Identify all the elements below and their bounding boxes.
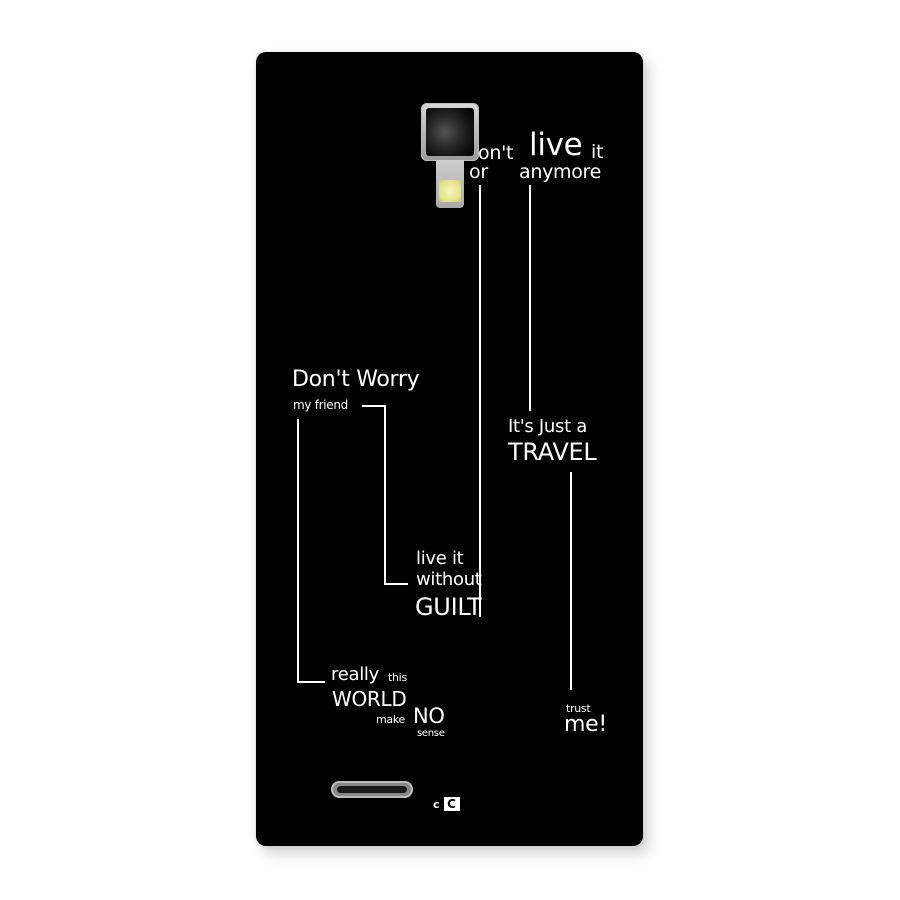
quote-top-line2-right: anymore [519, 161, 602, 183]
connector-left-to-world [297, 681, 325, 683]
quote-top-line1-prefix: on't [478, 142, 514, 164]
connector-anymore-to-travel [529, 185, 531, 411]
speaker-grille-icon [331, 781, 413, 798]
connector-friend-to-guilt [384, 583, 408, 585]
quote-dont-worry-subtitle: my friend [293, 398, 349, 412]
quote-world-really: really [331, 664, 379, 685]
camera-lens [426, 108, 474, 156]
speaker-slot [337, 786, 407, 793]
quote-top-line1-suffix: it [591, 141, 604, 163]
quote-world-this: this [388, 671, 407, 684]
connector-travel-to-trust [570, 472, 572, 690]
quote-world-sense: sense [417, 728, 445, 739]
quote-travel-line1: It's Just a [508, 416, 588, 437]
camera-icon [421, 103, 479, 161]
connector-left-vertical [297, 419, 299, 683]
quote-trust-line1: trust [566, 702, 591, 715]
quote-dont-worry-title: Don't Worry [292, 367, 420, 392]
quote-trust-line2: me! [564, 712, 607, 737]
quote-world-make: make [376, 713, 406, 726]
quote-top-line1-big: live [529, 127, 583, 163]
connector-friend-horizontal [362, 405, 386, 407]
logo-box-c: C [443, 797, 460, 811]
quote-top-line2-left: or [469, 161, 488, 183]
quote-guilt-line3: GUILT [415, 593, 482, 621]
quote-guilt-line1: live it [416, 548, 464, 569]
phone-case-back: on't live it or anymore Don't Worry my f… [256, 52, 643, 846]
connector-or-to-guilt [479, 185, 481, 617]
flash-icon [436, 160, 464, 208]
logo-small-c: c [433, 797, 440, 811]
flash-led [439, 180, 461, 202]
quote-world-world: WORLD [332, 687, 407, 711]
quote-guilt-line2: without [416, 569, 482, 590]
connector-friend-vertical [384, 405, 386, 585]
quote-travel-line2: TRAVEL [508, 438, 597, 466]
brand-logo: c C [433, 797, 460, 811]
quote-world-no: NO [413, 704, 445, 728]
